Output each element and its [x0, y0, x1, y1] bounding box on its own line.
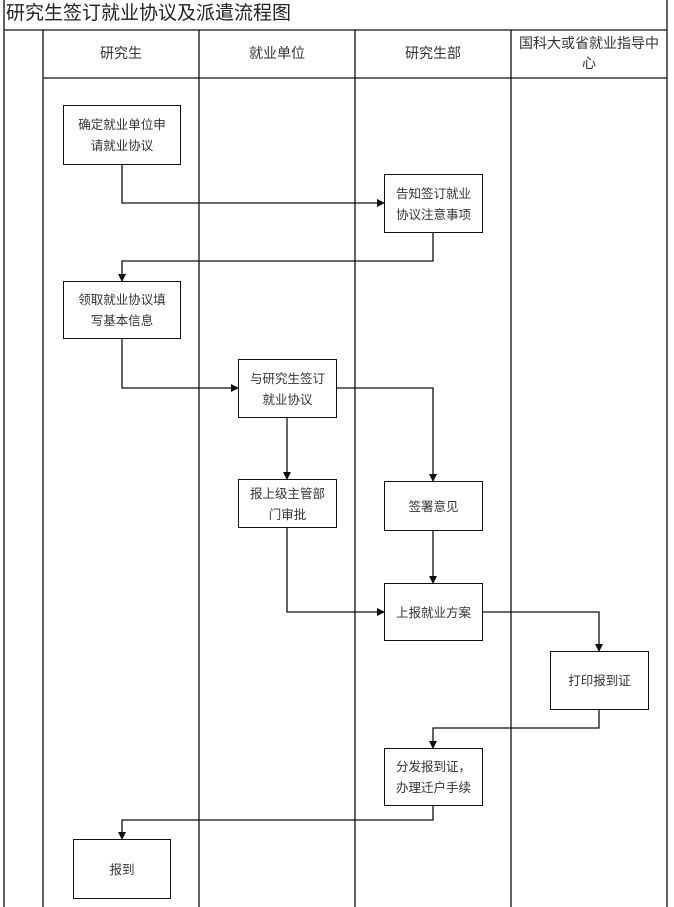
step-receive-fill: 领取就业协议填写基本信息 [63, 281, 181, 339]
step-distribute-certificate: 分发报到证，办理迁户手续 [384, 748, 483, 806]
lane-header-guidance-center: 国科大或省就业指导中心 [519, 36, 659, 72]
lane-header-graduate-dept: 研究生部 [405, 46, 461, 62]
lane-header-employer: 就业单位 [249, 46, 305, 62]
arrow-print-to-distribute [429, 710, 600, 749]
step-confirm-employer: 确定就业单位申请就业协议 [63, 105, 181, 165]
step-sign-opinion: 签署意见 [384, 481, 483, 531]
arrow-sign-to-opinion [337, 387, 437, 482]
step-report-in: 报到 [73, 839, 171, 899]
arrow-notify-to-receive [118, 233, 434, 282]
arrow-receive-to-sign [121, 339, 239, 392]
step-sign-agreement: 与研究生签订就业协议 [238, 359, 337, 418]
step-notify-notes: 告知签订就业协议注意事项 [384, 174, 483, 233]
lane-header-student: 研究生 [100, 46, 142, 62]
arrow-plan-to-print [483, 611, 603, 652]
arrow-report-to-plan [286, 528, 385, 616]
arrow-confirm-to-notify [121, 165, 385, 207]
step-submit-plan: 上报就业方案 [384, 583, 483, 641]
step-print-certificate: 打印报到证 [550, 651, 649, 710]
step-report-superior: 报上级主管部门审批 [238, 479, 337, 528]
arrow-distribute-to-report [118, 806, 434, 840]
diagram-title: 研究生签订就业协议及派遣流程图 [6, 2, 292, 24]
